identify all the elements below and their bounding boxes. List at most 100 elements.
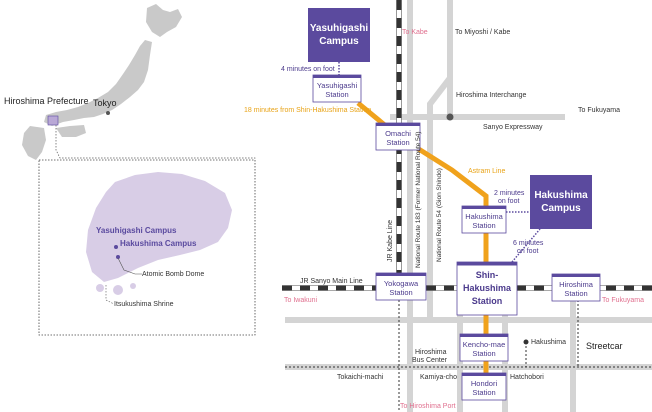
yasuhigashi-station-suffix: Station — [325, 90, 348, 99]
hakushima-station-name: Hakushima — [465, 212, 503, 221]
kencho-mae-station-suffix: Station — [472, 349, 495, 358]
yasuhigashi-station-bar — [313, 75, 361, 78]
inset-hakushima-label: Hakushima Campus — [120, 239, 197, 248]
omachi-station-suffix: Station — [386, 138, 409, 147]
six-minutes-label-1: 6 minutes — [513, 240, 544, 247]
hakushima-campus-line1: Hakushima — [534, 190, 588, 201]
yasuhigashi-station-box — [312, 74, 362, 103]
streetcar-lines — [285, 300, 652, 412]
sanyo-expressway-label: Sanyo Expressway — [483, 124, 543, 131]
yasuhigashi-station-name: Yasuhigashi — [317, 81, 358, 90]
yokogawa-station-name: Yokogawa — [384, 279, 419, 288]
japan-island-hokkaido — [146, 4, 182, 37]
island-2 — [113, 285, 123, 295]
hakushima-marker — [116, 255, 120, 259]
hakushima-campus-line2: Campus — [541, 203, 581, 214]
shin-hakushima-station-line1: Shin- — [476, 270, 499, 280]
hakushima-station-box — [461, 205, 507, 234]
astram-line-label: Astram Line — [468, 168, 505, 175]
station-yokogawa[interactable]: Yokogawa Station — [375, 272, 427, 301]
two-minutes-label-2: on foot — [498, 198, 519, 205]
yokogawa-station-bar — [376, 273, 426, 276]
shin-hakushima-station-bar — [457, 262, 517, 266]
japan-island-shikoku — [56, 125, 86, 137]
hiroshima-prefecture-label: Hiroshima Prefecture — [4, 96, 89, 106]
to-miyoshi-kabe-label: To Miyoshi / Kabe — [455, 29, 510, 36]
to-iwakuni-label: To Iwakuni — [284, 297, 318, 304]
tokaichi-machi-label: Tokaichi-machi — [337, 374, 384, 381]
walk-link-shin-hakushima — [511, 228, 541, 263]
hiroshima-station-name: Hiroshima — [559, 280, 594, 289]
hiroshima-inset: Yasuhigashi Campus Hakushima Campus Atom… — [38, 159, 256, 336]
jr-kabe-line-label: JR Kabe Line — [387, 220, 394, 262]
itsukushima-shrine-label: Itsukushima Shrine — [114, 301, 174, 308]
campus-yasuhigashi[interactable]: Yasuhigashi Campus — [308, 8, 370, 62]
hiroshima-station-box — [551, 273, 601, 302]
bus-center-label-1: Hiroshima — [415, 349, 447, 356]
tokyo-label: Tokyo — [93, 98, 117, 108]
omachi-station-name: Omachi — [385, 129, 411, 138]
yasuhigashi-campus-line1: Yasuhigashi — [310, 23, 369, 34]
hatchobori-label: Hatchobori — [510, 374, 544, 381]
route-54-label: National Route 54 (Gion Shindo) — [436, 168, 443, 262]
hiroshima-interchange-marker — [446, 113, 454, 121]
leader-atomic-bomb-dome — [117, 257, 142, 275]
shin-hakushima-station-line2: Hakushima — [463, 283, 512, 293]
eighteen-minutes-label: 18 minutes from Shin-Hakushima Station — [244, 107, 371, 114]
omachi-station-bar — [376, 123, 420, 126]
kamiya-cho-label: Kamiya-cho — [420, 374, 457, 381]
to-kabe-label: To Kabe — [402, 29, 428, 36]
omachi-station-box — [375, 122, 421, 151]
hakushima-stop-label: Hakushima — [531, 339, 566, 346]
station-kencho-mae[interactable]: Kencho-mae Station — [459, 333, 509, 362]
hiroshima-station-bar — [552, 274, 600, 277]
inset-yasuhigashi-label: Yasuhigashi Campus — [96, 226, 177, 235]
hakushima-streetcar-stop — [523, 339, 529, 345]
kencho-mae-station-box — [459, 333, 509, 362]
japan-island-kyushu — [22, 126, 46, 160]
yokogawa-station-suffix: Station — [389, 288, 412, 297]
hondori-station-box — [461, 372, 507, 401]
atomic-bomb-dome-label: Atomic Bomb Dome — [142, 271, 204, 278]
station-hondori[interactable]: Hondori Station — [461, 372, 507, 401]
shin-hakushima-station-box — [456, 261, 518, 316]
hiroshima-prefecture-shape — [86, 172, 232, 282]
yasuhigashi-campus-line2: Campus — [319, 36, 359, 47]
route-54-road — [427, 76, 453, 318]
station-hiroshima[interactable]: Hiroshima Station — [551, 273, 601, 302]
to-hiroshima-port-label: To Hiroshima Port — [400, 403, 456, 410]
two-minutes-label-1: 2 minutes — [494, 190, 525, 197]
jr-sanyo-main-line-label: JR Sanyo Main Line — [300, 278, 363, 285]
bus-center-label-2: Bus Center — [412, 357, 448, 364]
island-3 — [130, 283, 136, 289]
japan-island-honshu — [44, 40, 152, 126]
kencho-mae-station-bar — [460, 334, 508, 337]
streetcar-label: Streetcar — [586, 341, 623, 351]
station-shin-hakushima[interactable]: Shin- Hakushima Station — [456, 261, 518, 316]
six-minutes-label-2: on foot — [517, 248, 538, 255]
hiroshima-station-suffix: Station — [564, 289, 587, 298]
hiroshima-prefecture-highlight — [47, 115, 59, 126]
hondori-station-name: Hondori — [471, 379, 498, 388]
to-fukuyama-bottom-label: To Fukuyama — [602, 297, 644, 304]
yasuhigashi-marker — [114, 245, 118, 249]
station-yasuhigashi[interactable]: Yasuhigashi Station — [312, 74, 362, 103]
shin-hakushima-station-line3: Station — [472, 296, 503, 306]
japan-overview: Tokyo Hiroshima Prefecture — [4, 4, 256, 160]
kencho-mae-station-name: Kencho-mae — [463, 340, 506, 349]
route-183-label: National Route 183 (Former National Rout… — [415, 131, 422, 268]
station-hakushima[interactable]: Hakushima Station — [461, 205, 507, 234]
hondori-station-suffix: Station — [472, 388, 495, 397]
hakushima-station-suffix: Station — [472, 221, 495, 230]
hiroshima-interchange-label: Hiroshima Interchange — [456, 92, 527, 99]
map-labels: To Kabe To Miyoshi / Kabe 4 minutes on f… — [244, 29, 644, 410]
hakushima-station-bar — [462, 206, 506, 209]
hakushima-campus-box — [530, 175, 592, 229]
leader-itsukushima-shrine — [105, 285, 115, 305]
leader-line-prefecture — [55, 125, 256, 160]
campus-hakushima[interactable]: Hakushima Campus — [530, 175, 592, 229]
tokyo-marker — [106, 111, 110, 115]
station-omachi[interactable]: Omachi Station — [375, 122, 421, 151]
hondori-station-bar — [462, 373, 506, 376]
